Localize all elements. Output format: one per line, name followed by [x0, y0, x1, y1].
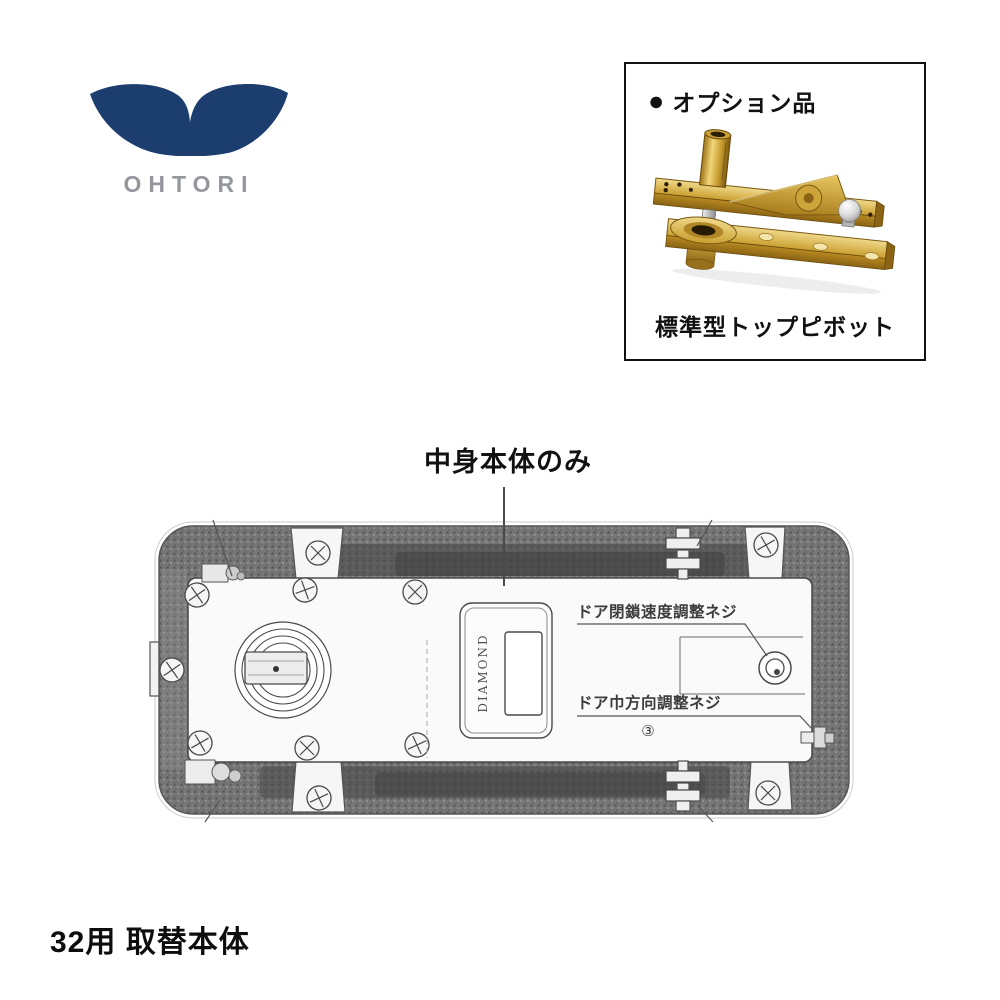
anchor-screw-icon [305, 540, 331, 566]
wing-icon [90, 83, 288, 157]
logo-wordmark: OHTORI [123, 171, 255, 197]
option-box: ● オプション品 [624, 62, 926, 361]
width-adjust-bolt [800, 726, 835, 749]
brand-stamp: DIAMOND [476, 633, 490, 712]
diagram-callout: 中身本体のみ [424, 447, 592, 477]
ohtori-logo: OHTORI [86, 80, 292, 198]
option-box-title: オプション品 [672, 90, 817, 116]
pivot-plate-part [665, 216, 896, 294]
label-width-marker: ③ [641, 723, 654, 740]
product-model-label: 32用 取替本体 [50, 926, 250, 959]
top-pivot-photo [652, 129, 896, 294]
speed-adjust-screw [758, 651, 792, 685]
callout-leader-line [503, 487, 505, 586]
leader-ticks [204, 519, 714, 823]
label-width-adjust: ドア巾方向調整ネジ [577, 693, 721, 712]
floor-hinge-drawing: DIAMOND [149, 519, 854, 823]
option-box-caption: 標準型トップピボット [655, 314, 895, 340]
option-box-header: ● オプション品 [648, 84, 816, 118]
anchor-screw-icon [755, 780, 781, 806]
valve-top [665, 527, 701, 580]
diamond-plate: DIAMOND [459, 602, 553, 739]
anchor-notches [290, 526, 793, 815]
corner-fitting-bottom-left [184, 759, 242, 785]
valve-bottom [665, 760, 701, 812]
bullet-icon: ● [648, 85, 665, 116]
label-speed-adjust: ドア閉鎖速度調整ネジ [577, 602, 737, 621]
spindle [234, 621, 332, 719]
